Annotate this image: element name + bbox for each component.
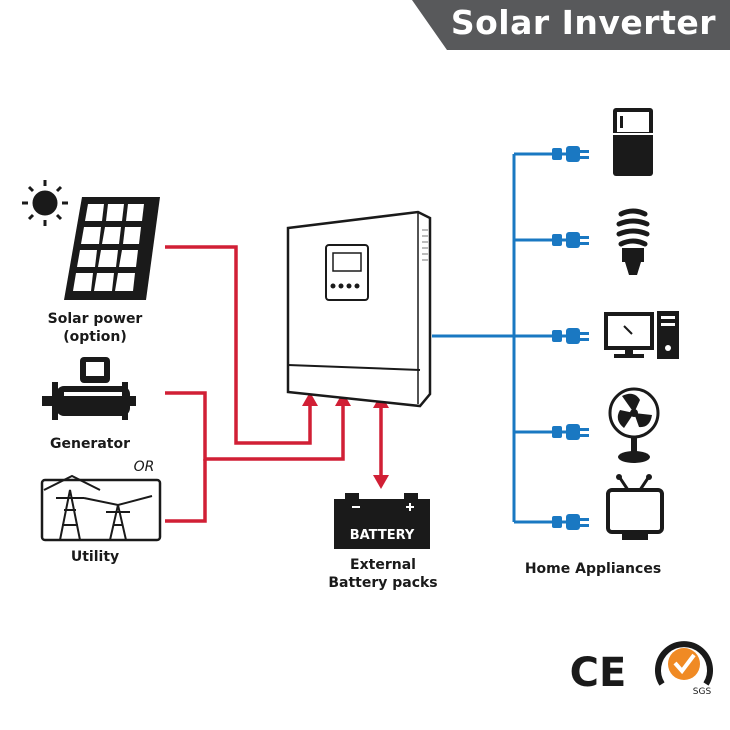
ce-mark-icon: CE [570, 650, 627, 696]
or-label: OR [133, 459, 155, 475]
plugs [552, 146, 589, 530]
bulb-icon [616, 208, 650, 275]
battery-icon: BATTERY [334, 493, 430, 549]
power-tower-icon [40, 474, 162, 542]
tv-icon [606, 474, 664, 540]
plug-icon [552, 514, 589, 530]
generator-wire [165, 391, 345, 461]
solar-label: Solar power (option) [40, 310, 150, 346]
source-wires [165, 245, 383, 523]
generator-label: Generator [49, 436, 130, 452]
solar-label-main: Solar power [47, 311, 143, 327]
arrow-battery-down [373, 475, 389, 489]
battery-caption-line1: External [350, 557, 416, 573]
plug-icon [552, 424, 589, 440]
banner-title: Solar Inverter [450, 3, 716, 42]
computer-icon [604, 311, 679, 359]
battery-box-label: BATTERY [350, 528, 415, 543]
sgs-text: SGS [693, 687, 712, 697]
sgs-seal-icon: SGS [655, 641, 713, 697]
battery-caption: External Battery packs [318, 556, 448, 592]
plug-icon [552, 146, 589, 162]
title-banner [412, 0, 730, 50]
arrowheads [302, 392, 389, 489]
generator-icon [42, 357, 136, 420]
fan-icon [608, 387, 660, 463]
solar-wire [165, 245, 312, 445]
plug-icon [552, 232, 589, 248]
inverter-lcd [332, 252, 362, 272]
solar-panel-icon [64, 197, 160, 300]
utility-wire [165, 459, 207, 523]
ce-mark-text: CE [570, 650, 627, 696]
sun-icon [22, 180, 68, 226]
plug-icon [552, 328, 589, 344]
utility-label: Utility [70, 549, 120, 565]
inverter-icon [286, 210, 432, 408]
home-appliances-label: Home Appliances [524, 561, 662, 577]
solar-label-sub: (option) [63, 329, 127, 345]
battery-caption-line2: Battery packs [328, 575, 438, 591]
fridge-icon [613, 108, 653, 176]
load-wires [432, 152, 580, 524]
arrow-solar [302, 392, 318, 406]
